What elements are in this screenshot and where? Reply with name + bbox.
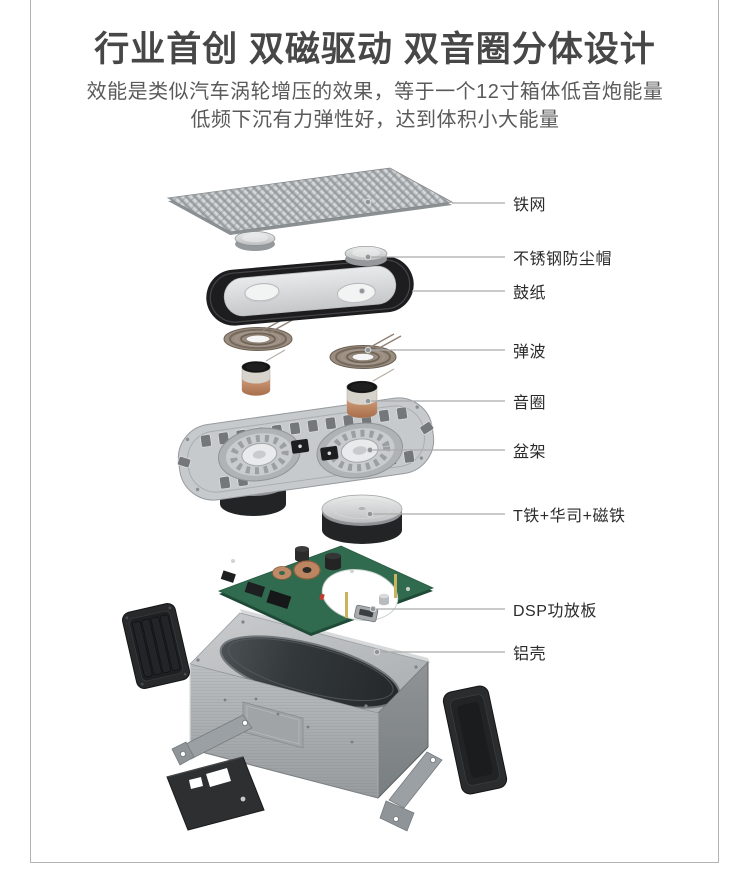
page-title: 行业首创 双磁驱动 双音圈分体设计 <box>94 30 656 69</box>
grille-illustration <box>166 167 454 235</box>
leader-dots <box>358 198 381 656</box>
spider-right-illustration <box>329 333 402 369</box>
part-label-basket: 盆架 <box>513 444 547 461</box>
part-label-dust-cap: 不锈钢防尘帽 <box>513 251 613 268</box>
basket-illustration <box>177 397 435 501</box>
part-label-dsp-board: DSP功放板 <box>513 603 597 620</box>
voice-coil-right-illustration <box>346 368 395 419</box>
part-label-shell: 铝壳 <box>513 646 547 663</box>
part-label-grille: 铁网 <box>513 197 547 214</box>
part-label-cone: 鼓纸 <box>513 285 547 302</box>
end-cap-right-illustration <box>442 685 508 795</box>
aluminum-shell-illustration <box>189 609 430 799</box>
part-label-voice-coil: 音圈 <box>513 395 547 412</box>
end-cap-left-illustration <box>122 603 190 689</box>
voice-coil-left-illustration <box>241 349 286 396</box>
bracket-right-illustration <box>379 751 443 832</box>
subtitle-line-1: 效能是类似汽车涡轮增压的效果，等于一个12寸箱体低音炮能量 <box>86 81 664 103</box>
part-label-spider: 弹波 <box>513 344 547 361</box>
dsp-board-illustration <box>217 545 435 636</box>
spider-left-illustration <box>223 315 297 351</box>
subtitle-line-2: 低频下沉有力弹性好，达到体积小大能量 <box>190 109 560 131</box>
cone-illustration <box>206 256 414 326</box>
part-label-magnet: T铁+华司+磁铁 <box>513 508 626 525</box>
leader-lines <box>368 202 505 653</box>
dust-cap-left-illustration <box>234 231 276 251</box>
bracket-left-illustration <box>171 714 253 766</box>
bottom-plate-illustration <box>166 756 265 831</box>
